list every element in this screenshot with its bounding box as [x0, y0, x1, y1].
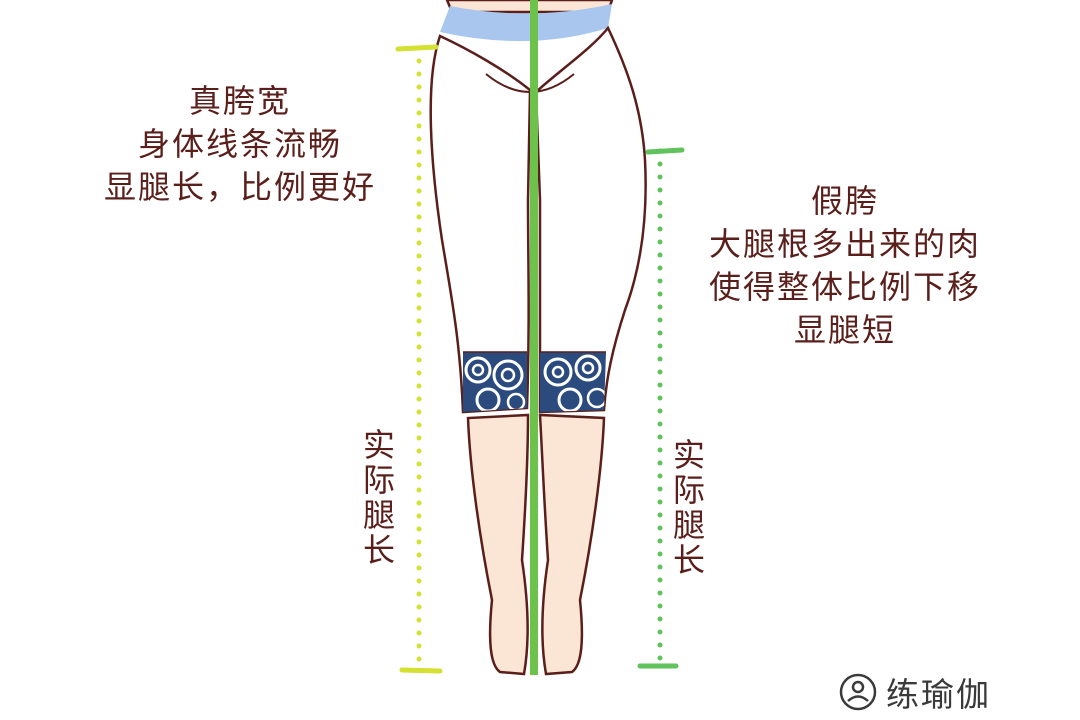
true-hip-label: 真胯宽 身体线条流畅 显腿长，比例更好 — [80, 80, 400, 209]
left-vertical-char: 长 — [362, 531, 395, 569]
right-measure-line — [637, 147, 685, 669]
left-vertical-char: 实 — [362, 426, 395, 464]
false-hip-label: 假胯 大腿根多出来的肉 使得整体比例下移 显腿短 — [680, 180, 1010, 352]
false-hip-line-4: 显腿短 — [793, 311, 896, 349]
right-vertical-char: 腿 — [672, 506, 705, 544]
right-lower-leg — [538, 413, 606, 676]
right-vertical-char: 实 — [672, 436, 705, 474]
right-knee-pattern — [540, 352, 606, 412]
right-actual-leg-length-label: 实 际 腿 长 — [669, 438, 709, 578]
true-hip-line-2: 身体线条流畅 — [137, 125, 342, 163]
false-hip-line-1: 假胯 — [810, 182, 879, 220]
left-actual-leg-length-label: 实 际 腿 长 — [359, 428, 399, 568]
left-knee-pattern — [463, 352, 527, 412]
true-hip-line-1: 真胯宽 — [188, 82, 291, 120]
right-vertical-char: 际 — [672, 471, 705, 509]
false-hip-line-3: 使得整体比例下移 — [708, 268, 981, 306]
right-vertical-char: 长 — [672, 541, 705, 579]
false-hip-line-2: 大腿根多出来的肉 — [708, 225, 981, 263]
left-vertical-char: 际 — [362, 461, 395, 499]
person-circle-icon — [839, 673, 877, 711]
watermark: 练瑜伽 — [838, 670, 991, 714]
left-lower-leg — [466, 413, 530, 676]
watermark-text: 练瑜伽 — [886, 675, 991, 714]
left-measure-line — [395, 44, 443, 675]
left-pant-leg — [429, 34, 532, 414]
true-hip-line-3: 显腿长，比例更好 — [103, 168, 376, 206]
left-vertical-char: 腿 — [362, 496, 395, 534]
waistband — [440, 4, 612, 42]
